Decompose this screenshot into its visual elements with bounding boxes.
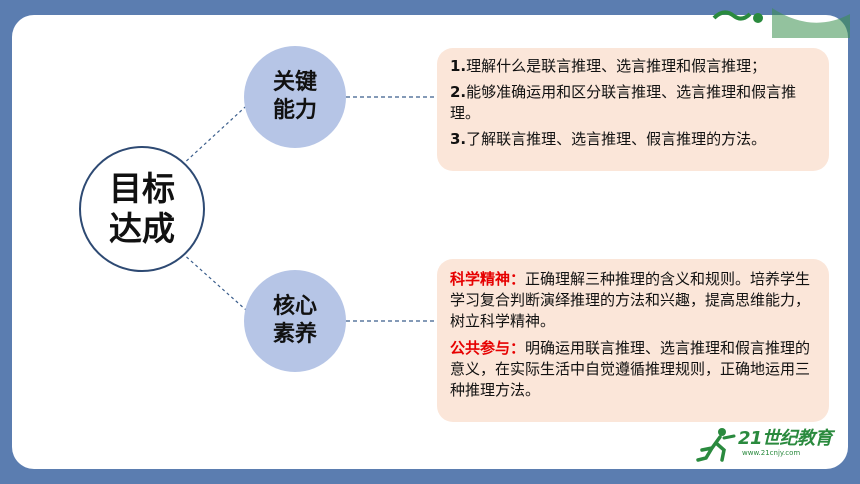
logo-url: www.21cnjy.com: [742, 449, 801, 457]
literacy-item: 科学精神：正确理解三种推理的含义和规则。培养学生学习复合判断演绎推理的方法和兴趣…: [450, 270, 811, 330]
core-literacy-line1: 核心: [272, 294, 317, 319]
literacy-box: 科学精神：正确理解三种推理的含义和规则。培养学生学习复合判断演绎推理的方法和兴趣…: [437, 259, 829, 422]
literacy-label: 公共参与：: [450, 339, 526, 357]
key-ability-line1: 关键: [272, 70, 317, 95]
goal-line2: 达成: [109, 209, 175, 248]
logo-brand: 21世纪教育: [738, 428, 833, 449]
goal-circle: 目标 达成: [79, 146, 205, 272]
key-ability-line2: 能力: [272, 98, 317, 123]
ability-item: 2.能够准确运用和区分联言推理、选言推理和假言推理。: [450, 83, 797, 122]
core-literacy-circle: 核心 素养: [244, 270, 346, 372]
connector-main-to-key: [181, 97, 256, 166]
ability-box: 1.理解什么是联言推理、选言推理和假言推理； 2.能够准确运用和区分联言推理、选…: [437, 48, 829, 171]
corner-decoration: [712, 8, 850, 38]
ability-item: 1.理解什么是联言推理、选言推理和假言推理；: [450, 57, 767, 75]
core-literacy-line2: 素养: [272, 322, 317, 347]
goal-line1: 目标: [109, 169, 175, 208]
connector-main-to-core: [181, 252, 256, 319]
key-ability-circle: 关键 能力: [244, 46, 346, 148]
literacy-label: 科学精神：: [450, 270, 526, 288]
literacy-item: 公共参与：明确运用联言推理、选言推理和假言推理的意义，在实际生活中自觉遵循推理规…: [450, 339, 811, 399]
ability-item: 3.了解联言推理、选言推理、假言推理的方法。: [450, 130, 767, 148]
runner-logo-icon: [696, 428, 736, 462]
